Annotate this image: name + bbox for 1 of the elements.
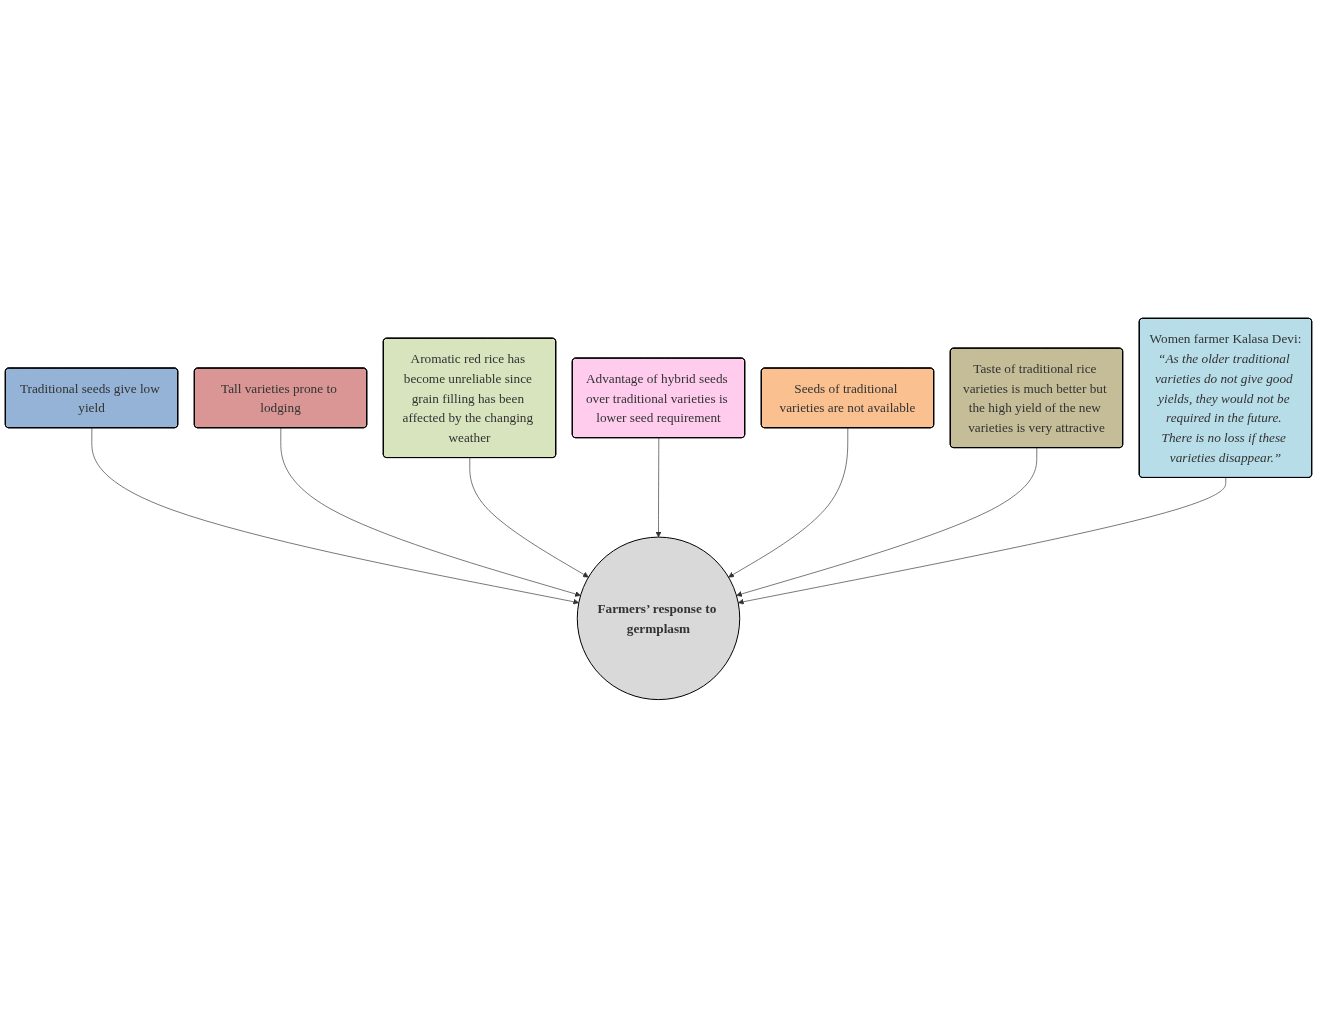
node-circle: Farmers’ response to germplasm xyxy=(576,536,741,700)
